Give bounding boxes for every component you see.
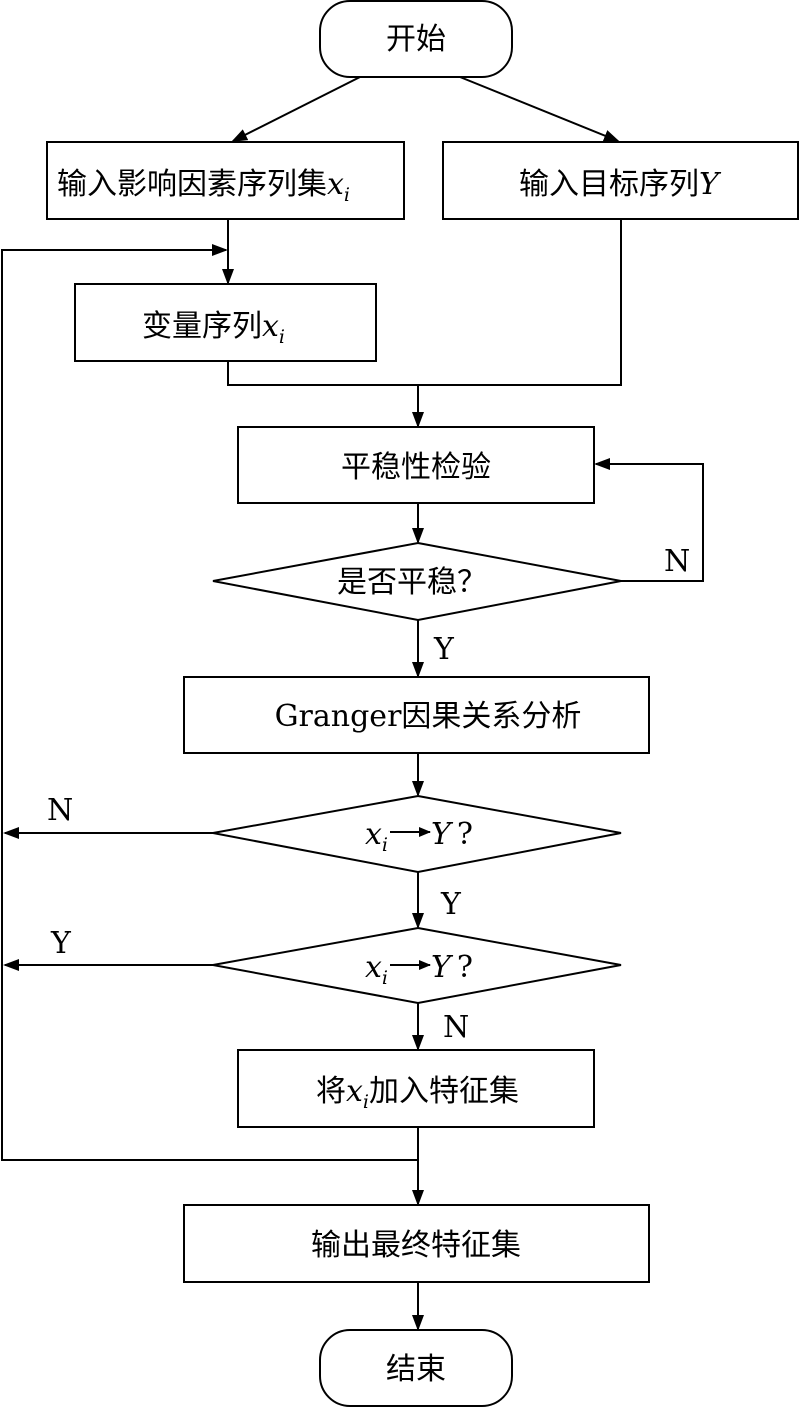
- start-terminal: [319, 0, 513, 78]
- granger-analysis-box: [183, 676, 650, 754]
- add-feature-label: 将xi加入特征集: [316, 1074, 519, 1113]
- edge-label-decision2-yes: Y: [50, 926, 72, 961]
- input-target-box: [442, 141, 799, 220]
- input-target-label: 输入目标序列Y: [519, 167, 722, 202]
- add-feature-box: [237, 1049, 595, 1128]
- svg-text:xi: xi: [365, 817, 388, 856]
- output-label: 输出最终特征集: [311, 1228, 521, 1263]
- output-box: [183, 1204, 650, 1283]
- arrow-start-to-input-target: [459, 76, 620, 142]
- arrow-start-to-input-factors: [231, 76, 361, 142]
- input-factors-label: 输入影响因素序列集xi: [57, 167, 350, 206]
- decision2-label: xi Y?: [365, 950, 473, 989]
- svg-text:Y?: Y?: [431, 817, 473, 852]
- line-target-to-merge: [418, 219, 622, 386]
- decision1-diamond: [212, 794, 622, 874]
- arrow-feedback-loop: [1, 244, 418, 1161]
- stationarity-test-box: [237, 426, 595, 504]
- edge-label-decision1-no: N: [47, 793, 73, 828]
- edge-label-decision1-yes: Y: [440, 887, 462, 922]
- is-stationary-diamond: [212, 541, 622, 622]
- variable-sequence-box: [74, 283, 377, 362]
- end-terminal: [319, 1329, 513, 1407]
- edge-label-decision2-no: N: [443, 1010, 469, 1045]
- is-stationary-label: 是否平稳？: [337, 565, 487, 600]
- input-factors-box: [46, 141, 405, 220]
- svg-text:Y?: Y?: [431, 950, 473, 985]
- start-label: 开始: [386, 22, 446, 57]
- edge-label-stationary: Y: [433, 632, 455, 667]
- variable-sequence-label: 变量序列xi: [142, 309, 285, 348]
- edge-label-not-stationary: N: [664, 544, 690, 579]
- svg-text:xi: xi: [365, 950, 388, 989]
- line-variable-to-merge: [227, 361, 418, 386]
- decision1-label: xi Y?: [365, 817, 473, 856]
- stationarity-test-label: 平稳性检验: [341, 450, 491, 485]
- arrow-not-stationary-loop: [594, 458, 704, 582]
- granger-analysis-label: Granger因果关系分析: [275, 699, 582, 734]
- connectors: [1, 76, 704, 1331]
- end-label: 结束: [386, 1352, 446, 1387]
